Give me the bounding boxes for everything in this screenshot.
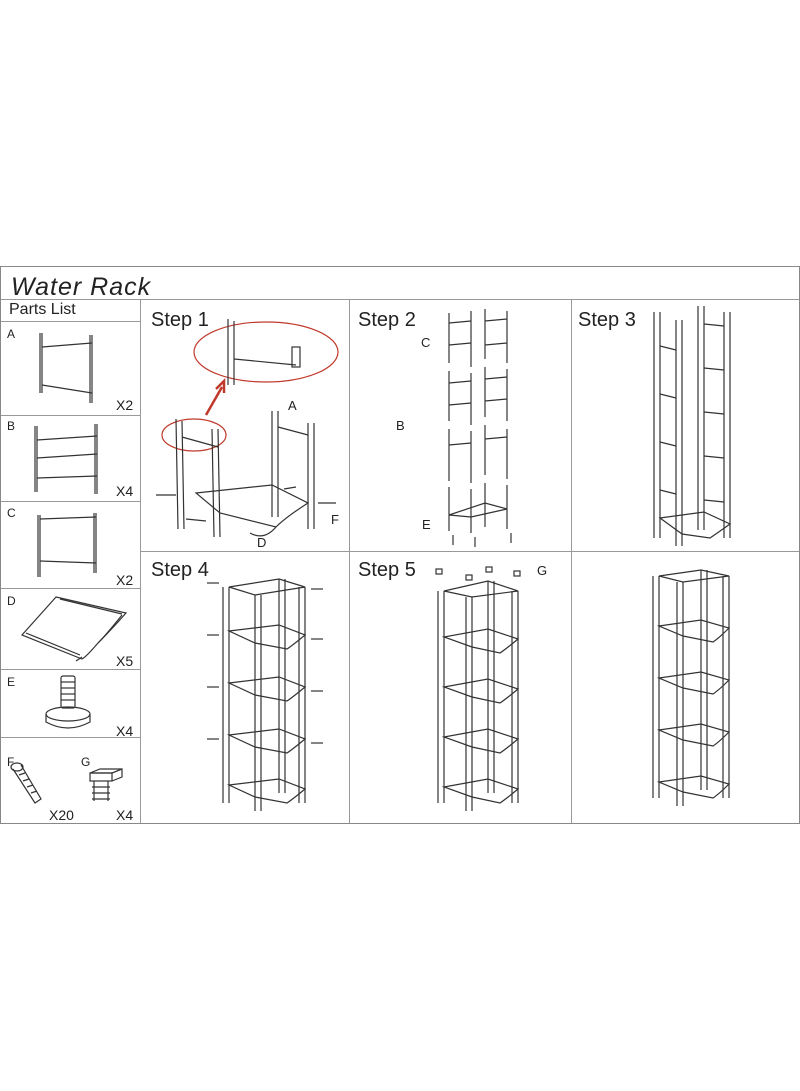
step-2-label: Step 2 (358, 309, 416, 331)
side-frame-2-rungs-icon (39, 333, 93, 403)
instruction-sheet: Water Rack Parts List A X2 B X4 C X2 D (0, 266, 800, 824)
parts-column-divider (140, 299, 141, 823)
step-5-drawing (435, 566, 521, 811)
curved-shelf-icon (20, 596, 128, 662)
part-b-letter: B (7, 419, 16, 433)
step-2-drawing (448, 309, 512, 547)
step-2-callout-c: C (421, 335, 431, 350)
step-2-callout-b: B (396, 418, 405, 433)
part-divider (1, 501, 140, 502)
part-divider (1, 669, 140, 670)
step-3-drawing (653, 306, 732, 546)
final-assembly-drawing (652, 569, 731, 806)
part-e-letter: E (7, 675, 16, 689)
end-cap-icon (89, 768, 123, 801)
step-1-label: Step 1 (151, 309, 209, 331)
part-a-qty: X2 (116, 397, 134, 413)
side-frame-top-icon (37, 513, 97, 577)
step-4-label: Step 4 (151, 559, 209, 581)
leveling-foot-icon (45, 675, 91, 729)
side-frame-3-rungs-icon (34, 424, 98, 494)
step-2-callout-e: E (422, 517, 431, 532)
part-f-qty: X20 (49, 807, 74, 823)
document-title: Water Rack (11, 273, 152, 301)
part-b-qty: X4 (116, 483, 134, 499)
step-1-drawing (156, 319, 339, 538)
step-1-callout-a: A (288, 398, 297, 413)
parts-head-divider (1, 321, 140, 322)
part-d-letter: D (7, 594, 16, 608)
part-e-qty: X4 (116, 723, 134, 739)
part-f-letter: F (7, 755, 15, 769)
part-divider (1, 588, 140, 589)
part-d-qty: X5 (116, 653, 134, 669)
step-5-callout-g: G (537, 563, 548, 578)
step-column-divider (349, 299, 350, 823)
step-column-divider (571, 299, 572, 823)
step-1-callout-d: D (257, 535, 267, 550)
step-4-drawing (207, 578, 323, 811)
part-c-qty: X2 (116, 572, 134, 588)
part-g-qty: X4 (116, 807, 134, 823)
step-3-label: Step 3 (578, 309, 636, 331)
part-a-letter: A (7, 327, 16, 341)
screw-icon (10, 762, 42, 804)
title-divider (1, 299, 799, 300)
part-c-letter: C (7, 506, 16, 520)
step-1-callout-f: F (331, 512, 339, 527)
part-divider (1, 737, 140, 738)
step-5-label: Step 5 (358, 559, 416, 581)
part-g-letter: G (81, 755, 91, 769)
parts-list-heading: Parts List (9, 301, 76, 318)
step-row-divider (140, 551, 799, 552)
part-divider (1, 415, 140, 416)
